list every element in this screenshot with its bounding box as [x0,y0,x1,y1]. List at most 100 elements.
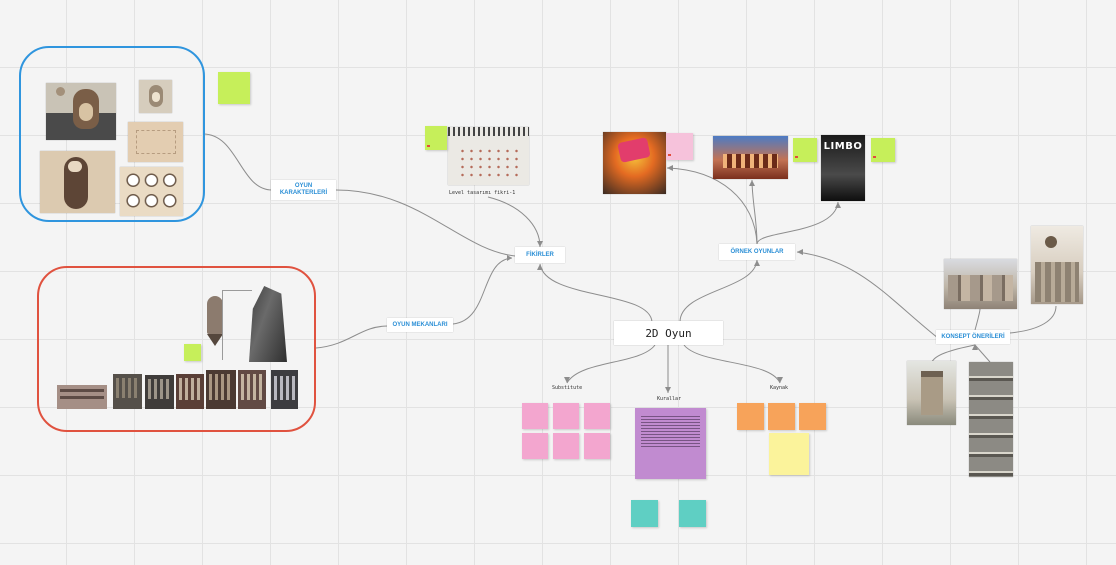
label-substitute: Substitute [552,385,583,391]
building-windows [60,396,104,399]
building-tile-2[interactable] [113,374,142,409]
building-tile-7[interactable] [271,370,298,409]
building-windows [179,378,201,400]
node-oyun-karakterleri[interactable]: OYUN KARAKTERLERİ [271,180,336,200]
sticky-note-green-limbo[interactable] [871,138,895,162]
character-sketch-small-image[interactable] [139,80,172,113]
sketch-belly [152,92,160,102]
sticky-note-purple-rules[interactable] [635,408,706,479]
sticky-note-orange-3[interactable] [799,403,826,430]
central-topic[interactable]: 2D Oyun [614,321,723,345]
sketch-dots [458,147,518,177]
sticky-note-green-level[interactable] [425,126,447,150]
limbo-cover-image[interactable]: LIMBO [821,135,865,201]
character-sloth-image[interactable] [40,151,115,213]
concept-street-image[interactable] [944,259,1017,309]
sticky-note-pink-2[interactable] [553,403,579,429]
building-windows [209,374,233,400]
pencil-sketch-image[interactable] [205,288,225,350]
connector-mekanlar-to-fikirler [452,257,513,325]
sticky-note-pink-6[interactable] [584,433,610,459]
characters-frame[interactable] [19,46,205,222]
text-line [641,419,700,420]
sticky-note-teal-2[interactable] [679,500,706,527]
small-ball [56,87,65,96]
connector-level-to-fikirler [487,196,541,248]
text-line [641,437,700,438]
text-line [641,425,700,426]
connector-frame-to-karakterler [202,133,273,191]
concept-house-image[interactable] [907,361,956,425]
locations-frame[interactable] [37,266,316,432]
sticky-note-green-locations[interactable] [184,344,201,361]
sticky-note-pink-5[interactable] [553,433,579,459]
node-oyun-mekanlari[interactable]: OYUN MEKANLARI [387,318,453,332]
building-tile-6[interactable] [238,370,266,409]
building-windows [60,389,104,392]
building-windows [241,374,263,400]
building-windows [148,379,171,399]
connector-karakterler-to-fikirler [335,189,516,257]
tower-shape [249,286,287,362]
node-konsept-onerileri[interactable]: KONSEPT ÖNERİLERİ [936,330,1010,344]
it-takes-two-logo [617,137,651,163]
sticky-note-green-characters[interactable] [218,72,250,104]
node-fikirler[interactable]: FİKİRLER [515,247,565,263]
concept-paris-image[interactable] [1031,226,1083,304]
sticky-note-pink-1[interactable] [522,403,548,429]
text-line [641,422,700,423]
text-line [641,434,700,435]
it-takes-two-cover-image[interactable] [603,132,666,194]
sticky-note-yellow[interactable] [769,433,809,475]
red-marker [668,154,671,156]
sticky-note-orange-1[interactable] [737,403,764,430]
connector-frame-to-mekanlar [315,325,389,349]
connector-central-to-ornek [679,259,758,323]
connector-ornek-to-ittakestwo [666,167,758,245]
scene-detail [723,154,778,168]
building-windows [116,378,139,398]
building-tile-4[interactable] [176,374,204,409]
character-turnaround-image[interactable] [128,122,183,162]
building-windows [274,376,295,400]
connector-konsept-to-ornek [796,251,939,339]
street-buildings [948,275,1013,301]
sticky-note-pink-4[interactable] [522,433,548,459]
sticky-note-pink-3[interactable] [584,403,610,429]
concept-strip-image[interactable] [969,362,1013,477]
skyscraper-image[interactable] [245,286,290,362]
text-line [641,416,700,417]
sloth-face [68,161,82,172]
red-marker [795,156,798,158]
game-screenshot-image[interactable] [713,136,788,179]
construction-lines [222,290,252,360]
connector-konsept-to-street [974,308,981,331]
building-tile-1[interactable] [57,385,107,409]
character-faces-image[interactable] [120,167,183,216]
building-tile-3[interactable] [145,375,174,409]
limbo-logo: LIMBO [823,141,863,152]
sticky-note-teal-1[interactable] [631,500,658,527]
character-bear-image[interactable] [46,83,116,140]
level-design-caption: Level tasarımı fikri-1 [449,190,516,196]
sticky-note-green-screenshot[interactable] [793,138,817,162]
connector-central-to-substitute [566,344,656,384]
pencil-shape [207,296,223,334]
building-tile-5[interactable] [206,370,236,409]
bear-belly [79,103,93,121]
paris-balloon [1045,236,1057,248]
connector-central-to-fikirler [539,263,653,323]
label-kurallar: Kurallar [657,396,682,402]
sticky-note-orange-2[interactable] [768,403,795,430]
connector-central-to-kaynak [683,344,781,384]
face-grid [124,171,179,212]
notebook-spiral [448,127,529,136]
connector-konsept-to-paris [1009,305,1057,334]
label-kaynak: Kaynak [770,385,789,391]
level-design-sketch-image[interactable] [448,127,529,185]
node-ornek-oyunlar[interactable]: ÖRNEK OYUNLAR [719,244,795,260]
connector-konsept-to-strip [974,344,991,363]
house-facade [921,371,943,415]
red-marker [873,156,876,158]
